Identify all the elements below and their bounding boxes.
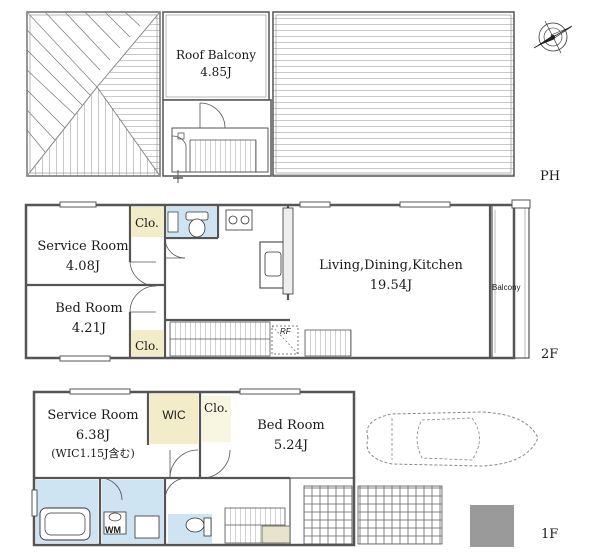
f1-wm-label: WM bbox=[105, 525, 121, 535]
f2-closet-lower-label: Clo. bbox=[135, 339, 159, 353]
door-swing-icon bbox=[99, 449, 231, 501]
sink-icon bbox=[264, 251, 282, 277]
ph-stair-core bbox=[162, 99, 272, 183]
toilet-icon bbox=[185, 211, 209, 238]
ph-roof-right bbox=[272, 11, 515, 177]
f1-service-room-name: Service Room bbox=[47, 408, 139, 423]
f1-bed-room-area: 5.24J bbox=[273, 438, 309, 453]
door-swing-icon bbox=[129, 237, 186, 313]
ph-roof-left bbox=[26, 10, 161, 178]
floor-label-ph: PH bbox=[540, 169, 561, 184]
f2-ldk-area: 19.54J bbox=[369, 278, 413, 293]
f1-floor bbox=[31, 388, 514, 547]
floor-label-1f: 1F bbox=[541, 527, 559, 542]
f2-ldk-name: Living,Dining,Kitchen bbox=[319, 258, 463, 273]
f2-balcony-label: Balcony bbox=[492, 283, 521, 292]
f2-bed-room-name: Bed Room bbox=[55, 301, 123, 316]
car-icon bbox=[366, 411, 539, 467]
f1-service-room-area: 6.38J bbox=[75, 428, 111, 443]
ph-floor bbox=[26, 10, 515, 183]
f2-closet-upper-fill bbox=[131, 207, 164, 237]
floor-label-2f: 2F bbox=[541, 347, 559, 362]
f2-floor bbox=[24, 199, 531, 362]
f1-closet-fill bbox=[201, 396, 231, 442]
f1-entry-paving bbox=[303, 485, 514, 547]
f2-service-room-name: Service Room bbox=[37, 239, 129, 254]
ph-roof-balcony-name: Roof Balcony bbox=[175, 48, 256, 62]
f2-closet-lower-fill bbox=[131, 330, 164, 356]
f1-wic-fill bbox=[150, 394, 198, 444]
stove-icon bbox=[225, 209, 253, 231]
f1-closet-label: Clo. bbox=[204, 401, 228, 415]
bathtub-icon bbox=[39, 507, 91, 541]
f2-bed-room-area: 4.21J bbox=[71, 321, 107, 336]
f2-closet-upper-label: Clo. bbox=[135, 216, 159, 230]
f2-service-room-area: 4.08J bbox=[65, 259, 101, 274]
f1-wic-label: WIC bbox=[162, 408, 186, 422]
stair-icon bbox=[169, 321, 271, 357]
f1-service-room-note: (WIC1.15J含む) bbox=[51, 447, 135, 460]
ph-roof-balcony-area: 4.85J bbox=[200, 65, 232, 79]
f2-rf-label: RF bbox=[280, 327, 291, 336]
toilet-icon bbox=[185, 517, 212, 537]
compass-icon bbox=[533, 20, 573, 54]
f1-bed-room-name: Bed Room bbox=[257, 418, 325, 433]
